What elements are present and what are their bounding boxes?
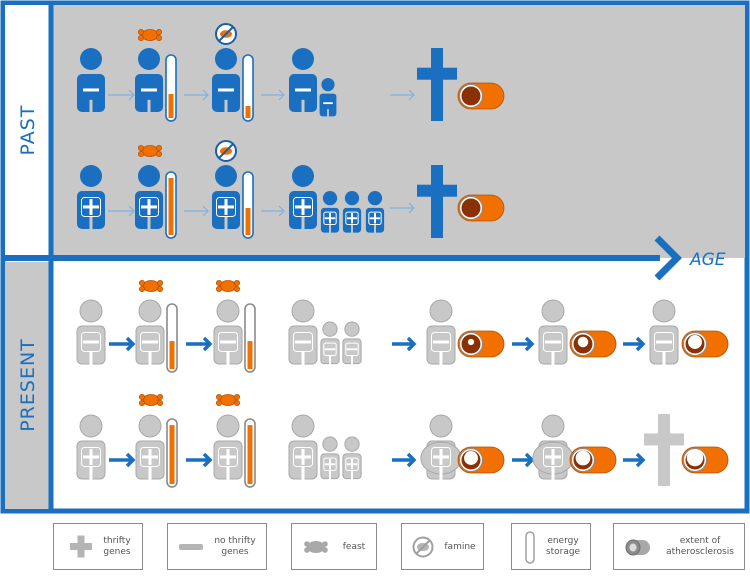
person-icon: [289, 165, 317, 230]
artery-icon: [569, 330, 617, 358]
person-icon: [212, 165, 240, 230]
person-icon: [342, 436, 362, 480]
arrow-icon: [109, 336, 136, 352]
feast-icon: [138, 279, 163, 292]
legend-no-thrifty-line2: genes: [221, 547, 249, 557]
arrow-icon: [392, 336, 417, 352]
present-label-panel: [5, 262, 50, 509]
person-icon: [77, 48, 105, 113]
feast-icon: [137, 28, 162, 42]
arrow-icon: [623, 452, 646, 468]
arrow-icon: [184, 89, 209, 101]
arrow-icon: [108, 89, 135, 101]
famine-icon: [215, 23, 237, 45]
legend-famine: famine: [401, 523, 484, 570]
grave-cross-icon: [417, 165, 457, 238]
person-icon: [135, 48, 163, 113]
person-icon: [135, 299, 165, 365]
person-icon: [135, 165, 163, 230]
person-icon: [342, 321, 362, 365]
person-icon: [135, 414, 165, 480]
person-icon: [288, 414, 318, 480]
arrow-icon: [108, 205, 135, 217]
legend-feast: feast: [291, 523, 377, 570]
person-icon: [420, 414, 462, 480]
legend-no-thrifty-genes: no thrifty genes: [167, 523, 267, 570]
artery-icon: [681, 330, 729, 358]
arrow-icon: [390, 202, 415, 214]
legend-athero-line1: extent of: [679, 536, 721, 546]
feast-icon: [215, 393, 240, 406]
person-icon: [365, 191, 385, 234]
person-icon: [320, 436, 340, 480]
artery-icon: [457, 330, 505, 358]
grave-cross-icon: [417, 48, 457, 121]
person-icon: [342, 191, 362, 234]
legend-energy-line2: storage: [545, 547, 581, 557]
legend-no-thrifty-line1: no thrifty: [214, 536, 256, 546]
arrow-icon: [512, 336, 535, 352]
artery-icon: [457, 446, 505, 474]
person-icon: [76, 414, 106, 480]
person-icon: [319, 78, 337, 118]
arrow-icon: [261, 89, 285, 101]
legend-feast-text: feast: [342, 542, 366, 552]
arrow-icon: [109, 452, 136, 468]
person-icon: [77, 165, 105, 230]
energy-storage-icon: [244, 418, 256, 488]
past-label-panel: [5, 5, 50, 258]
legend-energy-storage: energy storage: [511, 523, 591, 570]
person-icon: [289, 48, 317, 113]
person-icon: [538, 299, 568, 365]
person-icon: [288, 299, 318, 365]
legend-thrifty-line2: genes: [103, 547, 131, 557]
person-icon: [320, 191, 340, 234]
diagram-content: [76, 23, 729, 488]
past-label: PAST: [17, 105, 39, 156]
arrow-icon: [390, 89, 415, 101]
arrow-icon: [186, 452, 213, 468]
arrow-icon: [184, 205, 209, 217]
person-icon: [426, 299, 456, 365]
legend-famine-text: famine: [444, 542, 476, 552]
energy-storage-icon: [166, 418, 178, 488]
arrow-icon: [261, 205, 285, 217]
energy-storage-icon: [244, 303, 256, 373]
energy-storage-icon: [242, 54, 254, 122]
feast-icon: [215, 279, 240, 292]
feast-icon: [138, 393, 163, 406]
legend-thrifty-line1: thrifty: [103, 536, 131, 546]
legend-atherosclerosis: extent of atherosclerosis: [613, 523, 745, 570]
age-axis-arrowhead: [654, 235, 682, 281]
arrow-icon: [392, 452, 417, 468]
legend-athero-line2: atherosclerosis: [666, 547, 734, 557]
person-icon: [76, 299, 106, 365]
arrow-icon: [186, 336, 213, 352]
person-icon: [213, 299, 243, 365]
artery-icon: [457, 82, 505, 110]
energy-storage-icon: [242, 171, 254, 239]
arrow-icon: [512, 452, 535, 468]
legend-thrifty-genes: thrifty genes: [53, 523, 143, 570]
person-icon: [532, 414, 574, 480]
energy-storage-icon: [165, 171, 177, 239]
person-icon: [649, 299, 679, 365]
age-label: AGE: [689, 250, 726, 270]
famine-icon: [215, 140, 237, 162]
feast-icon: [137, 144, 162, 157]
present-label: PRESENT: [17, 338, 39, 432]
energy-storage-icon: [166, 303, 178, 373]
artery-icon: [569, 446, 617, 474]
energy-storage-icon: [165, 54, 177, 122]
person-icon: [320, 321, 340, 365]
person-icon: [213, 414, 243, 480]
artery-icon: [457, 194, 505, 222]
arrow-icon: [623, 336, 646, 352]
legend-energy-line1: energy: [547, 536, 579, 546]
person-icon: [212, 48, 240, 113]
grave-cross-icon: [644, 414, 684, 486]
artery-icon: [681, 446, 729, 474]
